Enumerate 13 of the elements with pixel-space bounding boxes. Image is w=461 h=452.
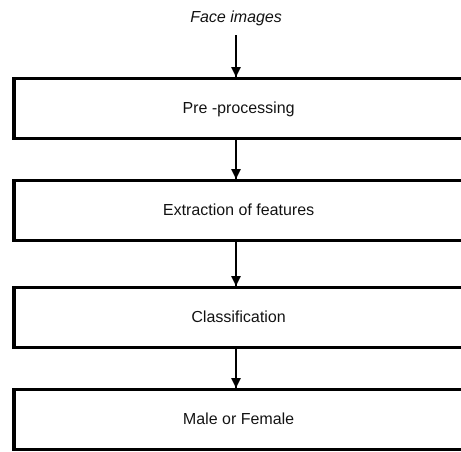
arrow	[231, 349, 241, 388]
input-label: Face images	[190, 9, 282, 27]
box-label: Pre -processing	[182, 100, 295, 118]
arrow	[231, 242, 241, 286]
arrow	[231, 35, 241, 77]
process-box	[12, 179, 461, 242]
arrow	[231, 140, 241, 179]
box-label: Male or Female	[182, 410, 294, 428]
process-box	[12, 286, 461, 349]
box-label: Classification	[191, 308, 286, 326]
process-box	[12, 77, 461, 140]
box-label: Extraction of features	[162, 202, 314, 220]
process-box	[12, 388, 461, 451]
